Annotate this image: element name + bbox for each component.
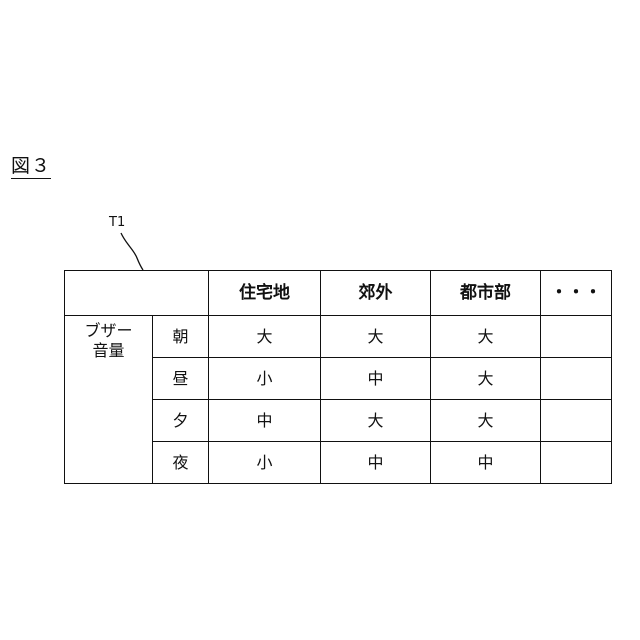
- table-cell: 中: [321, 358, 431, 400]
- time-label-evening: 夕: [153, 400, 209, 442]
- table-corner-cell: [65, 271, 209, 316]
- table-cell: [541, 442, 612, 484]
- column-header-suburban: 郊外: [321, 271, 431, 316]
- row-group-label-line: ブザー: [65, 321, 152, 341]
- table-cell: 大: [431, 358, 541, 400]
- table-header-row: 住宅地 郊外 都市部 ・・・: [65, 271, 612, 316]
- table-cell: 大: [321, 400, 431, 442]
- column-header-residential: 住宅地: [209, 271, 321, 316]
- table-cell: 大: [321, 316, 431, 358]
- table-cell: 中: [209, 400, 321, 442]
- table-cell: 大: [431, 316, 541, 358]
- time-label-noon: 昼: [153, 358, 209, 400]
- buzzer-volume-table: 住宅地 郊外 都市部 ・・・ ブザー 音量 朝 大 大 大 昼 小 中 大 夕 …: [64, 270, 612, 484]
- table-cell: 中: [431, 442, 541, 484]
- column-header-more: ・・・: [541, 271, 612, 316]
- table-cell: [541, 358, 612, 400]
- time-label-morning: 朝: [153, 316, 209, 358]
- table-cell: 中: [321, 442, 431, 484]
- table-cell: 小: [209, 442, 321, 484]
- table-row: ブザー 音量 朝 大 大 大: [65, 316, 612, 358]
- time-label-night: 夜: [153, 442, 209, 484]
- table-cell: 大: [209, 316, 321, 358]
- table-cell: 大: [431, 400, 541, 442]
- table-cell: [541, 400, 612, 442]
- row-group-label-buzzer-volume: ブザー 音量: [65, 316, 153, 484]
- table-cell: [541, 316, 612, 358]
- table-cell: 小: [209, 358, 321, 400]
- column-header-urban: 都市部: [431, 271, 541, 316]
- row-group-label-line: 音量: [65, 341, 152, 361]
